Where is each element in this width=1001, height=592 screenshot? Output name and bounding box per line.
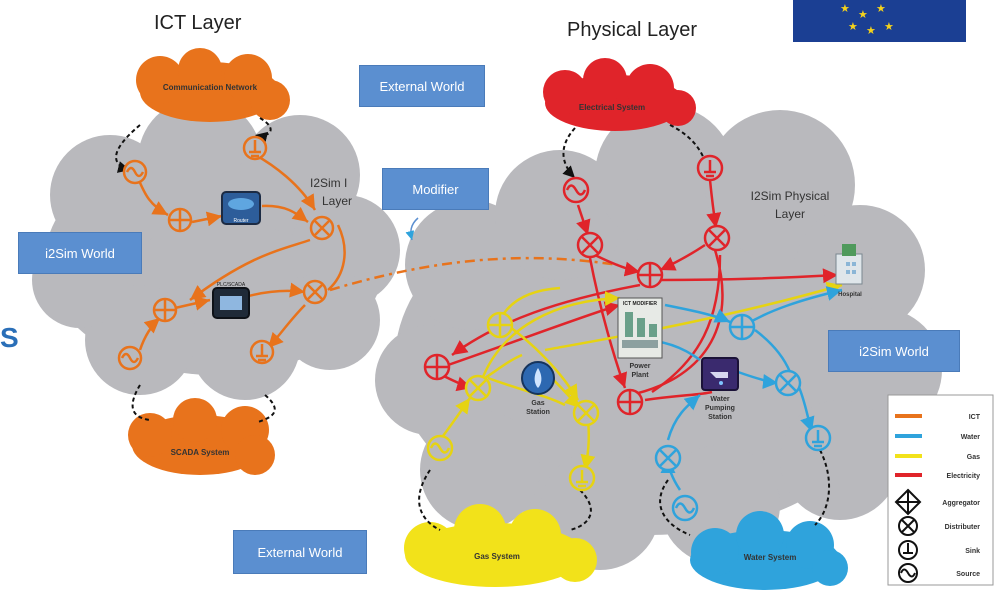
legend-label-water: Water xyxy=(961,434,980,441)
ict-modifier-label: ICT MODIFIER xyxy=(623,301,657,307)
communication-network-cloud xyxy=(136,48,290,122)
ict-layer-cloud-label-b: Layer xyxy=(322,194,352,208)
ict-nodes xyxy=(117,135,335,371)
physical-layer-cloud-label-b: Layer xyxy=(775,207,805,221)
ict-layer-title: ICT Layer xyxy=(154,12,242,34)
legend-label-distributer: Distributer xyxy=(945,524,981,531)
ict-aggregator-top xyxy=(167,207,193,233)
legend-label-gas: Gas xyxy=(967,454,980,461)
svg-text:★: ★ xyxy=(876,3,886,15)
hospital-label: Hospital xyxy=(838,292,862,298)
electrical-system-label: Electrical System xyxy=(579,103,645,112)
legend-source-symbol xyxy=(898,563,918,583)
water-pumping-label-a: Water xyxy=(710,396,729,403)
router-label: Router xyxy=(233,218,248,224)
eu-flag xyxy=(793,0,966,42)
ict-sink-top xyxy=(242,135,268,161)
communication-network-label: Communication Network xyxy=(163,83,258,92)
legend-label-aggregator: Aggregator xyxy=(942,500,980,507)
ict-aggregator-bottom xyxy=(152,297,178,323)
legend: ICT Water Gas Electricity Aggregator Dis… xyxy=(887,394,994,586)
gas-station-icon xyxy=(521,361,555,395)
legend-label-ict: ICT xyxy=(969,414,981,421)
power-plant-label-b: Plant xyxy=(631,372,649,379)
scada-system-cloud xyxy=(128,398,275,475)
water-pumping-icon xyxy=(701,357,739,391)
i2sim-world-right-box: i2Sim World xyxy=(828,330,960,372)
svg-text:★: ★ xyxy=(858,9,868,21)
legend-label-sink: Sink xyxy=(965,548,980,555)
gas-station-label-a: Gas xyxy=(531,400,544,407)
scada-system-label: SCADA System xyxy=(171,448,230,457)
ict-distributer-bottom xyxy=(302,279,328,305)
legend-label-source: Source xyxy=(956,571,980,578)
plc-scada-icon xyxy=(212,287,250,319)
physical-layer-title: Physical Layer xyxy=(567,19,698,41)
svg-text:★: ★ xyxy=(848,21,858,33)
ict-layer-cloud-label-a: I2Sim I xyxy=(310,176,347,190)
water-pumping-label-c: Station xyxy=(708,414,732,421)
water-system-label: Water System xyxy=(744,553,797,562)
i2sim-world-left-box: i2Sim World xyxy=(18,232,142,274)
ict-source-bottom xyxy=(117,345,143,371)
water-system-cloud xyxy=(690,511,848,590)
electrical-system-cloud xyxy=(543,58,696,131)
ict-source-top xyxy=(122,159,148,185)
ict-sink-bottom xyxy=(249,339,275,365)
gas-system-cloud xyxy=(404,504,597,587)
svg-text:★: ★ xyxy=(884,21,894,33)
legend-distributer-symbol xyxy=(898,516,918,536)
physical-layer-cloud-label-a: I2Sim Physical xyxy=(751,189,830,203)
partial-side-text: S xyxy=(0,322,19,353)
router-icon xyxy=(221,191,261,225)
gas-nodes xyxy=(426,311,600,492)
eu-flag-stars: ★★★ ★★★ xyxy=(840,3,894,37)
external-world-bottom-box: External World xyxy=(233,530,367,574)
ict-to-physical-link xyxy=(329,256,619,292)
gas-links xyxy=(438,281,843,471)
power-plant-label-a: Power xyxy=(629,363,650,370)
hospital-icon xyxy=(835,244,863,285)
gas-system-label: Gas System xyxy=(474,552,520,561)
water-nodes xyxy=(654,313,832,522)
modifier-arrow xyxy=(405,217,419,241)
legend-label-electricity: Electricity xyxy=(947,473,981,480)
electricity-nodes xyxy=(423,154,731,416)
electricity-links xyxy=(435,179,839,402)
ict-distributer-top xyxy=(309,215,335,241)
legend-sink-symbol xyxy=(898,540,918,560)
plc-scada-label: PLC/SCADA xyxy=(217,282,246,288)
svg-text:★: ★ xyxy=(866,25,876,37)
svg-text:★: ★ xyxy=(840,3,850,15)
power-plant-icon xyxy=(617,297,663,359)
legend-aggregator-symbol xyxy=(894,488,922,516)
external-world-top-box: External World xyxy=(359,65,485,107)
modifier-box: Modifier xyxy=(382,168,489,210)
water-pumping-label-b: Pumping xyxy=(705,405,735,412)
gas-station-label-b: Station xyxy=(526,409,550,416)
